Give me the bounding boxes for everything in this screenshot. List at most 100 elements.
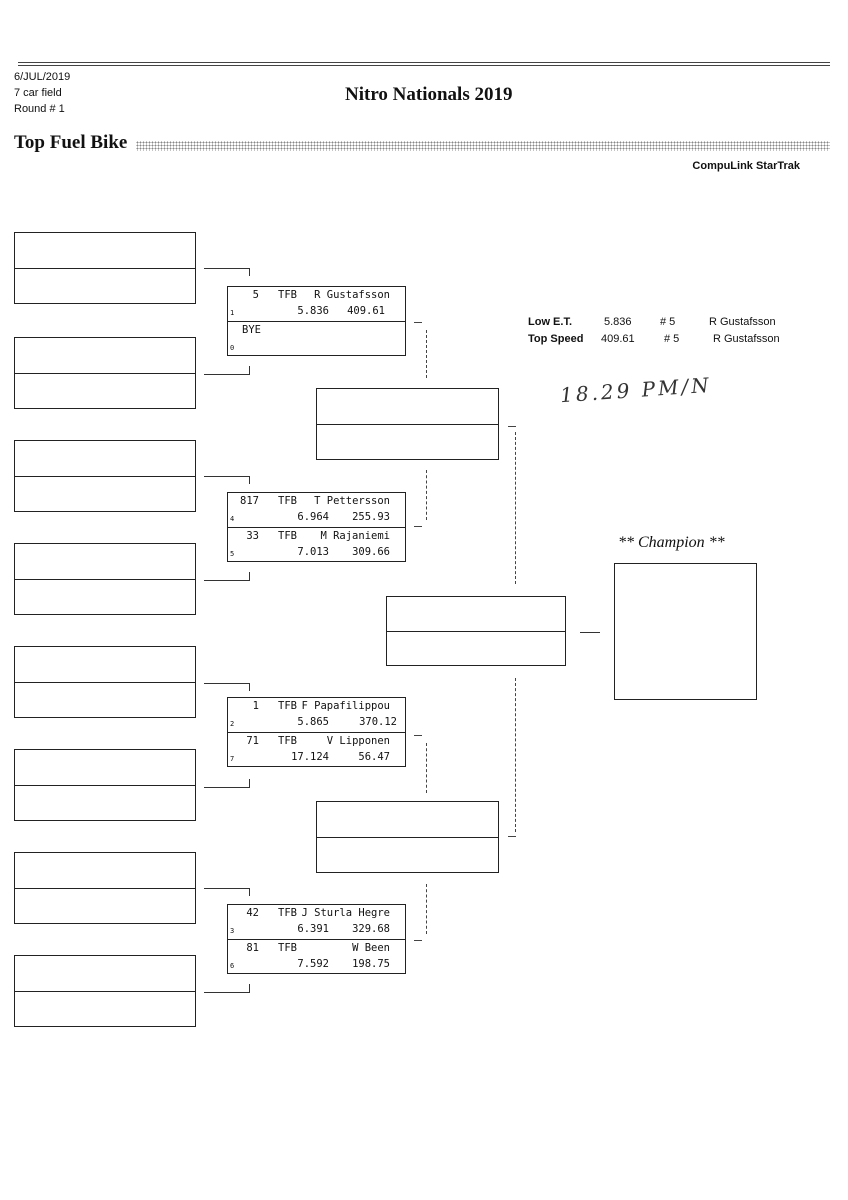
pairing-bottom-entry: BYE 0	[228, 321, 405, 355]
semifinal-box	[316, 388, 499, 460]
pairing-top-entry: 5 TFB R Gustafsson 5.836 409.61 1	[230, 289, 390, 317]
software-label: CompuLink StarTrak	[692, 160, 800, 172]
elapsed-time: 6.964	[297, 511, 329, 523]
lane-number: 6	[230, 962, 235, 970]
connector-line	[204, 580, 250, 581]
connector-line	[249, 476, 250, 484]
champion-box	[614, 563, 757, 700]
connector-dash	[515, 432, 516, 584]
driver-name: BYE	[242, 324, 261, 336]
elapsed-time: 7.013	[297, 546, 329, 558]
lane-number: 0	[230, 344, 235, 352]
top-rule	[18, 62, 830, 63]
driver-name: V Lipponen	[326, 735, 390, 747]
lane-number: 1	[230, 309, 235, 317]
lane-number: 3	[230, 927, 235, 935]
connector-tick	[508, 426, 516, 427]
connector-line	[204, 787, 250, 788]
connector-dash	[426, 743, 427, 793]
pairing-top-entry: 1 TFB F Papafilippou 5.865 370.12 2	[230, 700, 397, 728]
low-et-driver: R Gustafsson	[709, 316, 776, 328]
elapsed-time: 7.592	[297, 958, 329, 970]
speed: 255.93	[352, 511, 390, 523]
class-title: Top Fuel Bike	[14, 132, 128, 153]
event-title: Nitro Nationals 2019	[345, 84, 513, 105]
connector-line	[204, 888, 250, 889]
connector-line	[204, 683, 250, 684]
low-et-value: 5.836	[604, 316, 632, 328]
connector-dash	[515, 678, 516, 832]
driver-name: T Pettersson	[314, 495, 390, 507]
driver-name: J Sturla Hegre	[301, 907, 390, 919]
connector-line	[204, 268, 250, 269]
connector-tick	[414, 735, 422, 736]
top-speed-driver: R Gustafsson	[713, 333, 780, 345]
speed: 370.12	[359, 716, 397, 728]
final-box	[386, 596, 566, 666]
empty-slot-box	[14, 646, 196, 718]
connector-dash	[426, 884, 427, 934]
lane-number: 4	[230, 515, 235, 523]
top-rule-2	[18, 65, 830, 66]
connector-tick	[414, 322, 422, 323]
pairing-box-2: 817 TFB T Pettersson 6.964 255.93 4 33 T…	[227, 492, 406, 562]
low-et-label: Low E.T.	[528, 316, 572, 328]
connector-line	[249, 683, 250, 691]
top-speed-value: 409.61	[601, 333, 635, 345]
empty-slot-box	[14, 232, 196, 304]
connector-line	[204, 476, 250, 477]
connector-tick	[414, 526, 422, 527]
lane-number: 2	[230, 720, 235, 728]
empty-slot-box	[14, 955, 196, 1027]
connector-dash	[426, 330, 427, 378]
dotted-banner	[136, 141, 830, 151]
connector-tick	[414, 940, 422, 941]
semifinal-box	[316, 801, 499, 873]
speed: 56.47	[358, 751, 390, 763]
connector-line	[580, 632, 600, 633]
elapsed-time: 5.836	[297, 305, 329, 317]
champion-label: ** Champion **	[618, 534, 725, 551]
elapsed-time: 6.391	[297, 923, 329, 935]
pairing-bottom-entry: 81 TFB W Been 7.592 198.75 6	[228, 939, 405, 973]
connector-line	[249, 572, 250, 580]
top-speed-label: Top Speed	[528, 333, 584, 345]
elapsed-time: 17.124	[291, 751, 329, 763]
pairing-box-4: 42 TFB J Sturla Hegre 6.391 329.68 3 81 …	[227, 904, 406, 974]
empty-slot-box	[14, 337, 196, 409]
date-text: 6/JUL/2019	[14, 71, 71, 83]
connector-line	[204, 992, 250, 993]
connector-dash	[426, 470, 427, 520]
connector-line	[249, 779, 250, 787]
driver-name: F Papafilippou	[301, 700, 390, 712]
round-text: Round # 1	[14, 103, 65, 115]
pairing-bottom-entry: 71 TFB V Lipponen 17.124 56.47 7	[228, 732, 405, 766]
elapsed-time: 5.865	[297, 716, 329, 728]
pairing-top-entry: 42 TFB J Sturla Hegre 6.391 329.68 3	[230, 907, 390, 935]
field-text: 7 car field	[14, 87, 62, 99]
handwritten-note: 18.29 PM/N	[559, 372, 713, 408]
pairing-box-3: 1 TFB F Papafilippou 5.865 370.12 2 71 T…	[227, 697, 406, 767]
empty-slot-box	[14, 440, 196, 512]
pairing-top-entry: 817 TFB T Pettersson 6.964 255.93 4	[230, 495, 390, 523]
low-et-row: Low E.T. 5.836 # 5 R Gustafsson	[528, 316, 828, 330]
empty-slot-box	[14, 749, 196, 821]
top-speed-row: Top Speed 409.61 # 5 R Gustafsson	[528, 333, 828, 347]
empty-slot-box	[14, 852, 196, 924]
connector-line	[249, 888, 250, 896]
connector-line	[249, 366, 250, 374]
driver-name: M Rajaniemi	[320, 530, 390, 542]
driver-name: W Been	[352, 942, 390, 954]
driver-name: R Gustafsson	[314, 289, 390, 301]
pairing-box-1: 5 TFB R Gustafsson 5.836 409.61 1 BYE 0	[227, 286, 406, 356]
speed: 198.75	[352, 958, 390, 970]
low-et-number: # 5	[660, 316, 676, 328]
connector-line	[249, 984, 250, 992]
speed: 329.68	[352, 923, 390, 935]
connector-line	[204, 374, 250, 375]
speed: 309.66	[352, 546, 390, 558]
empty-slot-box	[14, 543, 196, 615]
top-speed-number: # 5	[664, 333, 680, 345]
pairing-bottom-entry: 33 TFB M Rajaniemi 7.013 309.66 5	[228, 527, 405, 561]
lane-number: 5	[230, 550, 235, 558]
